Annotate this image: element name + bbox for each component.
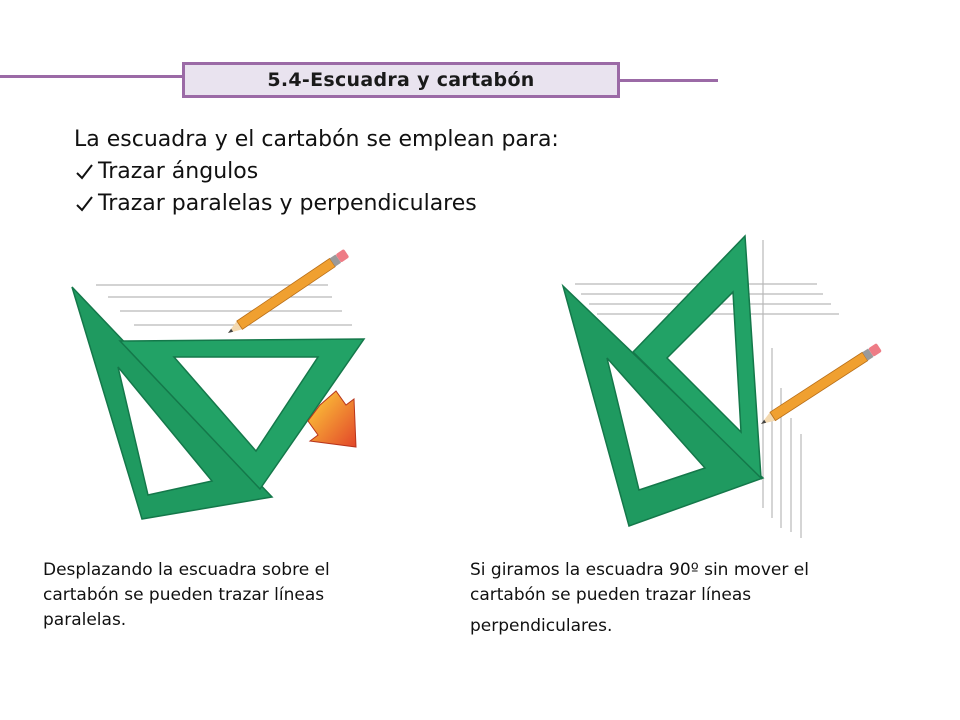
caption-line: perpendiculares. [470, 616, 613, 636]
right-caption: Si giramos la escuadra 90º sin mover el … [470, 558, 809, 639]
parallel-lines [96, 284, 352, 326]
vertical-lines [762, 240, 802, 538]
arrow-down-right-icon [307, 390, 357, 448]
bullet-label: Trazar ángulos [98, 159, 259, 184]
checkmark-icon [76, 164, 93, 180]
page-title: 5.4-Escuadra y cartabón [267, 69, 535, 91]
caption-line: Si giramos la escuadra 90º sin mover el [470, 560, 809, 580]
caption-line: Desplazando la escuadra sobre el [43, 560, 330, 580]
intro-block: La escuadra y el cartabón se emplean par… [74, 124, 559, 220]
triangle-ruler-icon [631, 234, 762, 480]
bullet-item: Trazar paralelas y perpendiculares [74, 188, 559, 220]
pencil-icon [228, 249, 349, 333]
pencil-icon [761, 343, 882, 424]
checkmark-icon [76, 196, 93, 212]
left-caption: Desplazando la escuadra sobre el cartabó… [43, 558, 330, 633]
parallel-lines-illustration [71, 249, 366, 520]
caption-line: cartabón se pueden trazar líneas [43, 585, 325, 605]
intro-lead: La escuadra y el cartabón se emplean par… [74, 127, 559, 152]
title-rule-right [620, 79, 718, 82]
caption-line: paralelas. [43, 610, 127, 630]
perpendicular-lines-illustration [561, 234, 882, 538]
caption-line: cartabón se pueden trazar líneas [470, 585, 752, 605]
title-box: 5.4-Escuadra y cartabón [182, 62, 620, 98]
title-rule-left [0, 75, 182, 78]
bullet-item: Trazar ángulos [74, 156, 559, 188]
bullet-label: Trazar paralelas y perpendiculares [98, 191, 477, 216]
triangle-ruler-icon [118, 338, 366, 491]
